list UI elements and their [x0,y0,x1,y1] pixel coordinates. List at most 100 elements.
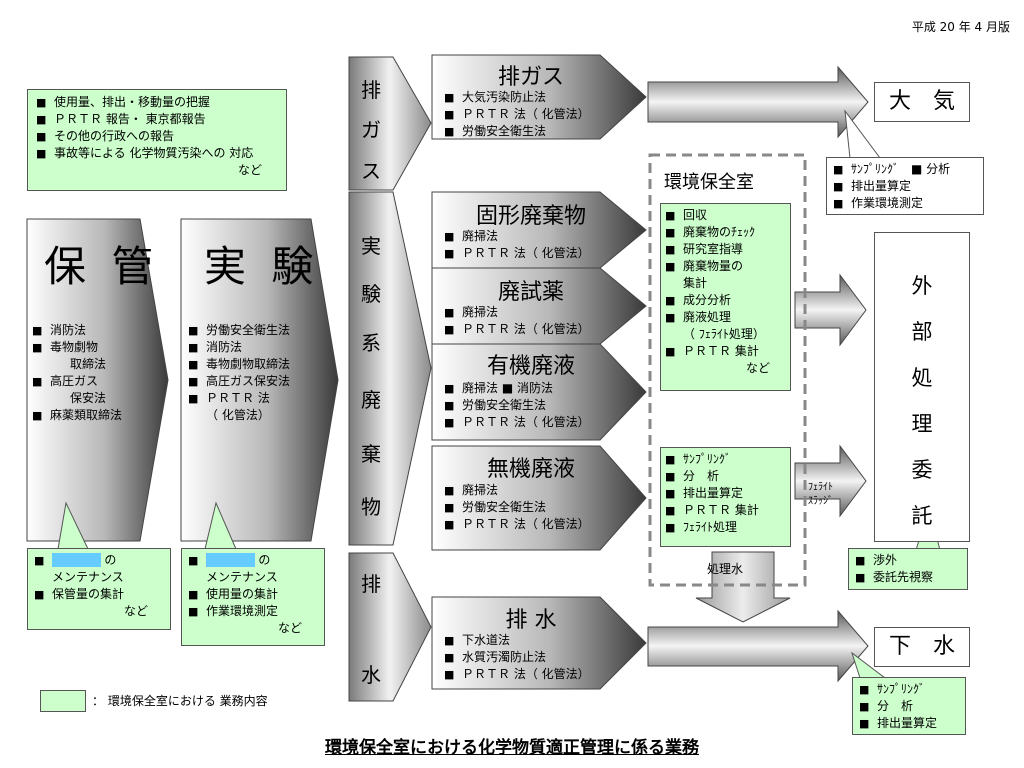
law-item: 労働安全衛生法 [442,397,590,414]
category-water-laws: 下水道法 水質汚濁防止法 ＰＲＴＲ 法（ 化管法） [442,632,590,683]
vertical-waste-2: 験 [361,282,381,306]
external-task-box: 渉外 委託先視察 [848,548,968,590]
legend-text: ： 環境保全室における 業務内容 [92,694,268,708]
hokan-title: 保 管 [44,242,160,291]
column-waste [348,191,432,546]
task-item-cont: （ ﾌｪﾗｲﾄ処理） [683,327,765,341]
task-item: 作業環境測定 [186,603,320,620]
vertical-waste-5: 棄 [361,442,381,466]
jikken-laws: 労働安全衛生法 消防法 毒物劇物取締法 高圧ガス保安法 ＰＲＴＲ 法 （ 化管法… [186,322,290,424]
vertical-gas-3: ス [361,159,381,183]
column-water [348,552,432,702]
law-item: ＰＲＴＲ 法（ 化管法） [442,321,590,338]
task-item: 排出量算定 [831,178,979,195]
task-item: 分 析 [857,698,961,715]
category-inorganic-laws: 廃掃法 労働安全衛生法 ＰＲＴＲ 法（ 化管法） [442,482,590,533]
category-inorganic-title: 無機廃液 [486,457,575,482]
task-item: 回収 [663,207,788,224]
utopia-highlight: UTOPIA [206,553,255,567]
task-item: 委託先視察 [853,569,963,586]
law-item: 高圧ガス [30,373,122,390]
category-gas-title: 排ガス [497,65,564,90]
office-title: 環境保全室 [664,172,754,193]
office-dashed-border [648,153,807,587]
task-item: 保管量の集計 [32,586,166,603]
task-item-cont: メンテナンス [52,570,124,584]
law-item: 消防法 [30,322,122,339]
sewer-task-box: ｻﾝﾌﾟﾘﾝｸﾞ 分 析 排出量算定 [852,677,966,735]
law-item: 麻薬類取締法 [30,407,122,424]
task-item: UTOPIA の [32,552,166,569]
treated-water-label: 処理水 [707,562,744,576]
destination-sewer: 下 水 [874,627,970,667]
task-item: ＰＲＴＲ 集計 [663,502,788,519]
task-item: 研究室指導 [663,241,788,258]
task-item-cont: 集計 [683,276,708,290]
task-item: 事故等による 化学物質汚染への 対応 [34,145,280,162]
task-item: 作業環境測定 [831,195,979,212]
task-item: ﾌｪﾗｲﾄ処理 [663,519,788,536]
category-reagent-title: 廃試薬 [497,280,564,305]
category-solid-laws: 廃掃法 ＰＲＴＲ 法（ 化管法） [442,228,590,262]
task-item: ｻﾝﾌﾟﾘﾝｸﾞ [663,451,788,468]
task-item: UTOPIA の [186,552,320,569]
task-item-etc: など [277,621,302,635]
legend-swatch [40,690,86,712]
external-char: 託 [911,504,933,528]
law-item: 高圧ガス保安法 [186,373,290,390]
office-task-box-top: 回収 廃棄物のﾁｪｯｸ 研究室指導 廃棄物量の 集計 成分分析 廃液処理 （ ﾌ… [660,203,791,391]
task-item: 廃棄物量の [663,258,788,275]
destination-external: 外 部 処 理 委 託 [874,232,970,542]
law-item: 労働安全衛生法 [442,123,590,140]
external-char: 部 [911,320,933,344]
hokan-laws: 消防法 毒物劇物 取締法 高圧ガス 保安法 麻薬類取締法 [30,322,122,424]
task-item-cont: メンテナンス [206,570,278,584]
law-item: 廃掃法 [442,304,590,321]
vertical-waste-6: 物 [361,495,381,519]
vertical-water-1: 排 [361,572,381,596]
vertical-gas-2: ガ [361,118,381,142]
task-item: 成分分析 [663,292,788,309]
law-item: 労働安全衛生法 [442,499,590,516]
arrow-to-sewer [647,609,869,683]
law-item-cont: 保安法 [70,391,107,405]
law-item: 大気汚染防止法 [442,89,590,106]
law-item: ＰＲＴＲ 法（ 化管法） [442,516,590,533]
category-organic-laws: 廃掃法 ■ 消防法 労働安全衛生法 ＰＲＴＲ 法（ 化管法） [442,380,590,431]
office-task-box-bottom: ｻﾝﾌﾟﾘﾝｸﾞ 分 析 排出量算定 ＰＲＴＲ 集計 ﾌｪﾗｲﾄ処理 [660,447,791,547]
law-item-cont: 取締法 [70,357,107,371]
law-item-cont: （ 化管法） [206,408,270,422]
law-item: 消防法 [186,339,290,356]
task-item: 排出量算定 [857,715,961,732]
arrow-to-external-1 [794,273,867,347]
vertical-waste-4: 廃 [361,388,381,412]
task-item: 使用量の集計 [186,586,320,603]
law-item: 廃掃法 [442,228,590,245]
arrow-to-external-2 [794,444,867,518]
law-item: ＰＲＴＲ 法（ 化管法） [442,414,590,431]
external-char: 外 [911,274,933,298]
law-item: ＰＲＴＲ 法（ 化管法） [442,666,590,683]
task-item: ＰＲＴＲ 報告・ 東京都報告 [34,111,280,128]
task-item: 廃棄物のﾁｪｯｸ [663,224,788,241]
task-item: 使用量、排出・移動量の把握 [34,94,280,111]
task-item: 廃液処理 [663,309,788,326]
jikken-title: 実 験 [204,242,320,291]
column-gas [348,56,432,191]
external-char: 処 [911,366,933,390]
law-item: 労働安全衛生法 [186,322,290,339]
category-water-title: 排 水 [505,608,557,633]
task-item: ｻﾝﾌﾟﾘﾝｸﾞ ■ 分析 [831,161,979,178]
hokan-task-box: UTOPIA の メンテナンス 保管量の集計 など [27,548,171,630]
footer-title-wrap: 環境保全室における化学物質適正管理に係る業務 [0,733,1024,758]
edition-label: 平成 20 年 4 月版 [911,20,1010,34]
utopia-highlight: UTOPIA [52,553,101,567]
air-task-box: ｻﾝﾌﾟﾘﾝｸﾞ ■ 分析 排出量算定 作業環境測定 [826,157,984,215]
task-item: ｻﾝﾌﾟﾘﾝｸﾞ [857,681,961,698]
law-item: 廃掃法 ■ 消防法 [442,380,590,397]
law-item: 水質汚濁防止法 [442,649,590,666]
law-item: ＰＲＴＲ 法 [186,390,290,407]
task-item: 分 析 [663,468,788,485]
vertical-waste-1: 実 [361,234,381,258]
